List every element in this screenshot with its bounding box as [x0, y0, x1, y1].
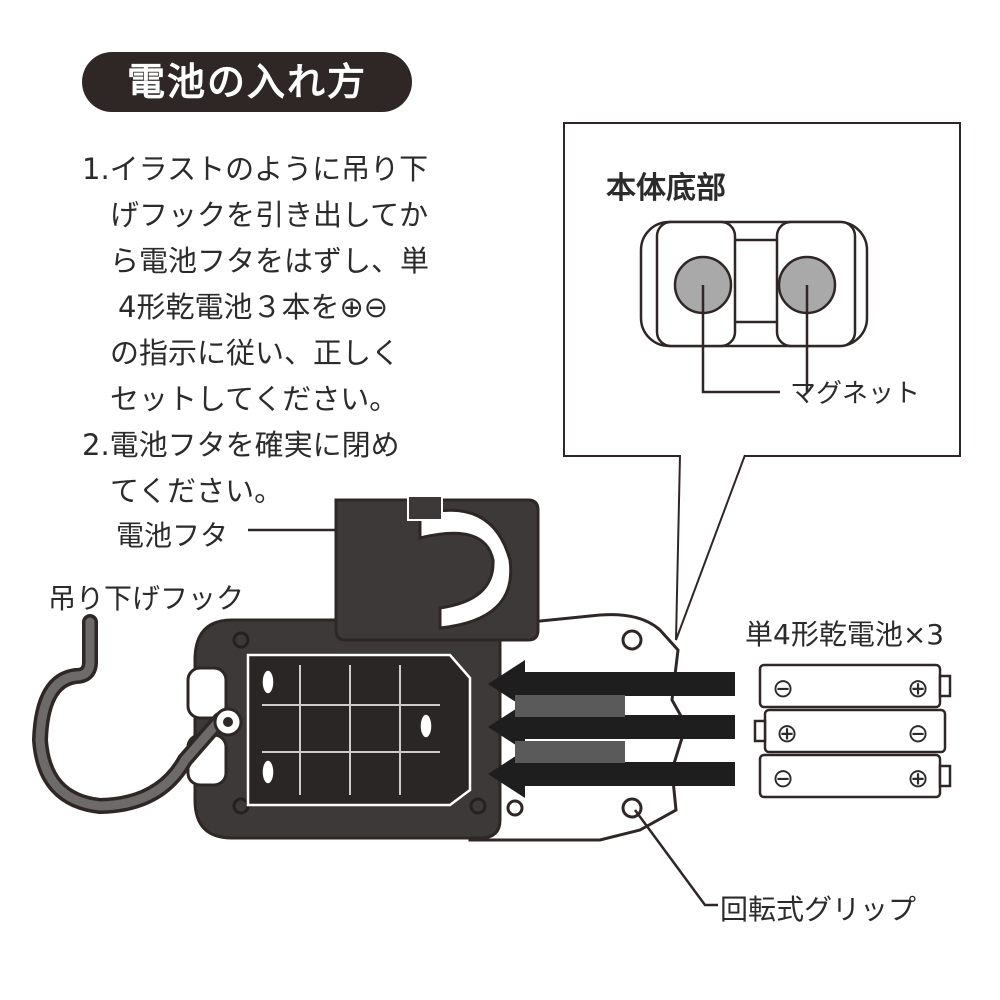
end-cap-top	[186, 666, 228, 720]
grip-leader	[633, 809, 718, 907]
magnet-leader	[701, 285, 809, 394]
battery-slots	[262, 665, 440, 795]
callout-pointer	[675, 454, 746, 641]
minus-symbol: ⊖	[907, 719, 929, 749]
instruction-line: セットしてください。	[110, 382, 399, 416]
batteries-label: 単4形乾電池×3	[745, 618, 945, 651]
battery-springs	[261, 669, 433, 785]
body-screw	[469, 797, 487, 815]
instruction-line: 2.電池フタを確実に閉め	[82, 428, 400, 462]
grip-screw	[506, 799, 524, 817]
magnet-label: マグネット	[790, 379, 920, 409]
insertion-arrows	[488, 660, 735, 798]
instruction-step-2: 2.電池フタを確実に閉め てください。	[82, 422, 442, 514]
plus-symbol: ⊕	[907, 674, 929, 704]
bottom-view-body	[639, 220, 869, 348]
grip-label: 回転式グリップ	[720, 893, 917, 926]
grip-screw	[621, 629, 643, 651]
instruction-line: げフックを引き出してか	[110, 198, 429, 232]
compartment-bar	[515, 695, 625, 717]
battery-2: ⊕ ⊖	[753, 708, 947, 754]
battery-cover-hook-recess	[418, 508, 513, 630]
hook-label: 吊り下げフック	[48, 582, 245, 615]
plus-symbol: ⊕	[907, 764, 929, 794]
body-screw	[232, 631, 250, 649]
instruction-line: の指示に従い、正しく	[110, 336, 401, 370]
battery-1: ⊖ ⊕	[758, 663, 952, 709]
instruction-line: てください。	[110, 474, 284, 508]
instruction-line: 4形乾電池３本を⊕⊖	[118, 290, 389, 324]
compartment-bar	[515, 741, 625, 763]
minus-symbol: ⊖	[772, 764, 794, 794]
plus-symbol: ⊕	[776, 719, 798, 749]
instruction-step-1: 1.イラストのように吊り下 げフックを引き出してか ら電池フタをはずし、単 4形…	[82, 146, 442, 422]
minus-symbol: ⊖	[772, 674, 794, 704]
page-title: 電池の入れ方	[82, 52, 412, 112]
instruction-line: ら電池フタをはずし、単	[110, 244, 430, 278]
battery-cover-label: 電池フタ	[116, 519, 229, 552]
battery-cover-tab	[407, 495, 443, 521]
instruction-line: 1.イラストのように吊り下	[82, 152, 429, 186]
battery-compartment	[246, 653, 472, 807]
battery-3: ⊖ ⊕	[758, 753, 952, 799]
instruction-list: 1.イラストのように吊り下 げフックを引き出してか ら電池フタをはずし、単 4形…	[82, 146, 442, 514]
callout-title: 本体底部	[606, 171, 726, 206]
